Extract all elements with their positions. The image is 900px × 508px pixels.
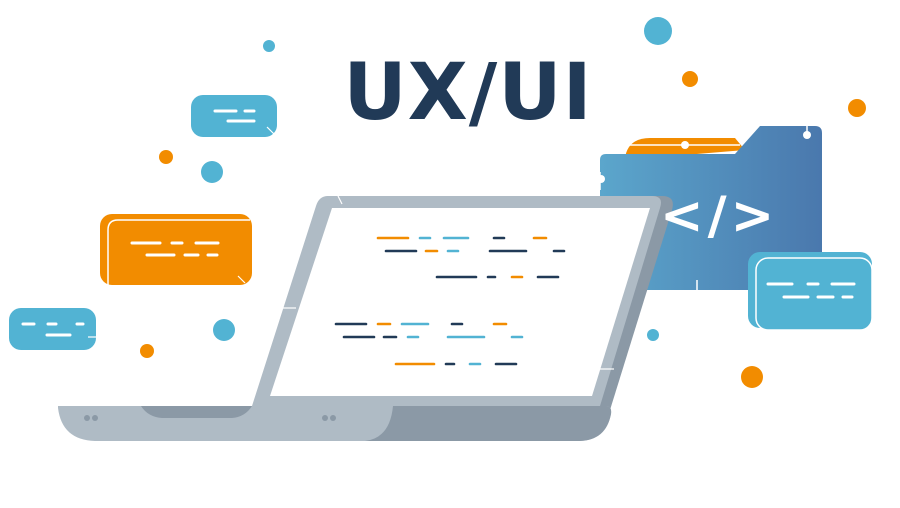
laptop-icon bbox=[58, 195, 673, 441]
decorative-dots bbox=[140, 17, 866, 388]
code-symbol: </> bbox=[660, 186, 779, 246]
page-title: UX/UI bbox=[343, 48, 593, 138]
chat-bubble-middle-left bbox=[100, 214, 252, 285]
chat-bubble-top-left bbox=[191, 95, 277, 137]
code-lines bbox=[334, 236, 566, 366]
chat-bubble-bottom-left bbox=[9, 308, 96, 350]
chat-bubble-right bbox=[748, 252, 873, 331]
